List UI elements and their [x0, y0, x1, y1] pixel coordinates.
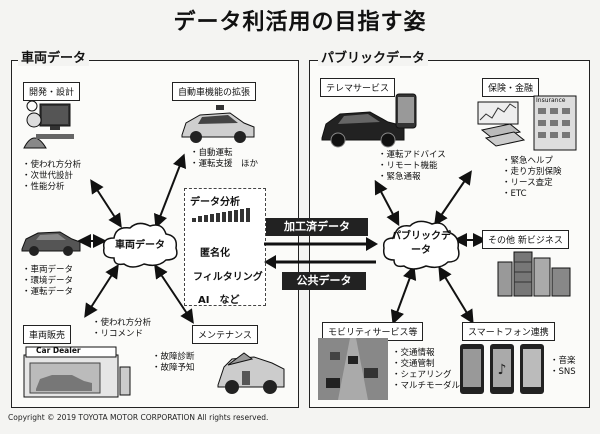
telema-bullet: 緊急通報 — [378, 172, 446, 183]
analysis-item: 匿名化 — [200, 248, 230, 259]
mobility-bullets: 交通情報 交通管制 シェアリング マルチモーダル — [392, 348, 461, 392]
traffic-illustration — [318, 338, 388, 400]
smartphone-bullet: SNS — [550, 367, 576, 378]
smartphone-bullet: 音楽 — [550, 356, 576, 367]
auto-bullets: 自動運転 運転支援 ほか — [190, 148, 259, 170]
public-data-arrow — [264, 255, 376, 269]
insurance-finance-box: 保険・金融 — [482, 78, 540, 97]
page-title: データ利活用の目指す姿 — [173, 10, 427, 35]
insurance-bullet: 緊急ヘルプ — [502, 156, 562, 167]
maintenance-bullets: 故障診断 故障予知 — [152, 352, 195, 374]
auto-bullet: 運転支援 ほか — [190, 159, 259, 170]
dev-bullet: 使われ方分析 — [22, 160, 82, 171]
vehicle-data-cloud: 車両データ — [100, 218, 180, 270]
telema-bullet: 運転アドバイス — [378, 150, 446, 161]
mobility-bullet: 交通管制 — [392, 359, 460, 370]
insurance-sign: Insurance — [536, 97, 566, 104]
vehicle-data-label: 車両データ — [18, 47, 90, 66]
insurance-bullet: ETC — [502, 189, 562, 200]
dev-bullets: 使われ方分析 次世代設計 性能分析 — [22, 160, 82, 193]
public-data-cloud: パブリックデータ — [380, 216, 462, 272]
car-data-bullet: 運転データ — [22, 287, 74, 298]
car-dealer-sign: Car Dealer — [36, 346, 81, 355]
analysis-item: AI など — [198, 295, 240, 306]
telema-bullets: 運転アドバイス リモート機能 緊急通報 — [378, 150, 446, 183]
car-data-bullet: 環境データ — [22, 276, 74, 287]
processed-data-bar: 加工済データ — [266, 218, 368, 236]
svg-text:♪: ♪ — [498, 362, 507, 378]
buildings-illustration — [492, 248, 576, 298]
vehicle-sales-box: 車両販売 — [23, 325, 72, 344]
auto-function-box: 自動車機能の拡張 — [172, 82, 257, 101]
public-data-flow-label: 公共データ — [296, 274, 352, 287]
telema-service-box: テレマサービス — [320, 78, 396, 97]
mobility-bullet: シェアリング — [392, 370, 460, 381]
copyright: Copyright © 2019 TOYOTA MOTOR CORPORATIO… — [8, 413, 269, 422]
mobility-bullet: 交通情報 — [392, 348, 460, 359]
car-dealer-illustration: Car Dealer — [22, 345, 134, 399]
dev-design-box: 開発・設計 — [23, 82, 81, 101]
public-data-label: パブリックデータ — [318, 47, 429, 66]
dev-bullet: 性能分析 — [22, 182, 81, 193]
new-business-box: その他 新ビジネス — [482, 230, 569, 249]
analysis-item: フィルタリング — [193, 272, 263, 283]
smartphone-link-box: スマートフォン連携 — [462, 322, 555, 341]
processed-data-arrow — [264, 237, 378, 251]
insurance-bullet: 走り方別保険 — [502, 167, 562, 178]
sales-bullet: 使われ方分析 — [92, 318, 152, 329]
sales-bullet: リコメンド — [92, 329, 151, 340]
insurance-bullets: 緊急ヘルプ 走り方別保険 リース査定 ETC — [502, 156, 562, 200]
car-data-bullets: 車両データ 環境データ 運転データ — [22, 265, 74, 298]
vehicle-car-illustration — [20, 225, 82, 257]
car-data-bullet: 車両データ — [22, 265, 74, 276]
maintenance-bullet: 故障予知 — [152, 363, 195, 374]
insurance-bullet: リース査定 — [502, 178, 562, 189]
smartphone-bullets: 音楽 SNS — [550, 356, 576, 378]
insurance-illustration: Insurance — [476, 94, 580, 152]
public-data-bar: 公共データ — [282, 272, 366, 290]
auto-bullet: 自動運転 — [190, 148, 258, 159]
mobility-bullet: マルチモーダル — [392, 381, 461, 392]
public-cloud-label: パブリックデータ — [391, 231, 451, 256]
engineer-illustration — [22, 98, 78, 156]
maintenance-box: メンテナンス — [192, 325, 258, 344]
data-analysis-box — [184, 188, 266, 306]
analysis-title: データ分析 — [190, 197, 240, 208]
vehicle-cloud-label: 車両データ — [115, 240, 165, 251]
processed-data-label: 加工済データ — [284, 220, 350, 233]
smartphones-illustration: ♪ — [458, 342, 548, 398]
telema-bullet: リモート機能 — [378, 161, 446, 172]
dev-bullet: 次世代設計 — [22, 171, 81, 182]
maintenance-car-illustration — [214, 345, 288, 399]
analysis-bars-icon — [192, 207, 258, 222]
maintenance-bullet: 故障診断 — [152, 352, 195, 363]
telema-car-illustration — [318, 93, 422, 150]
sales-bullets: 使われ方分析 リコメンド — [92, 318, 152, 340]
autonomous-car-illustration — [178, 103, 258, 145]
